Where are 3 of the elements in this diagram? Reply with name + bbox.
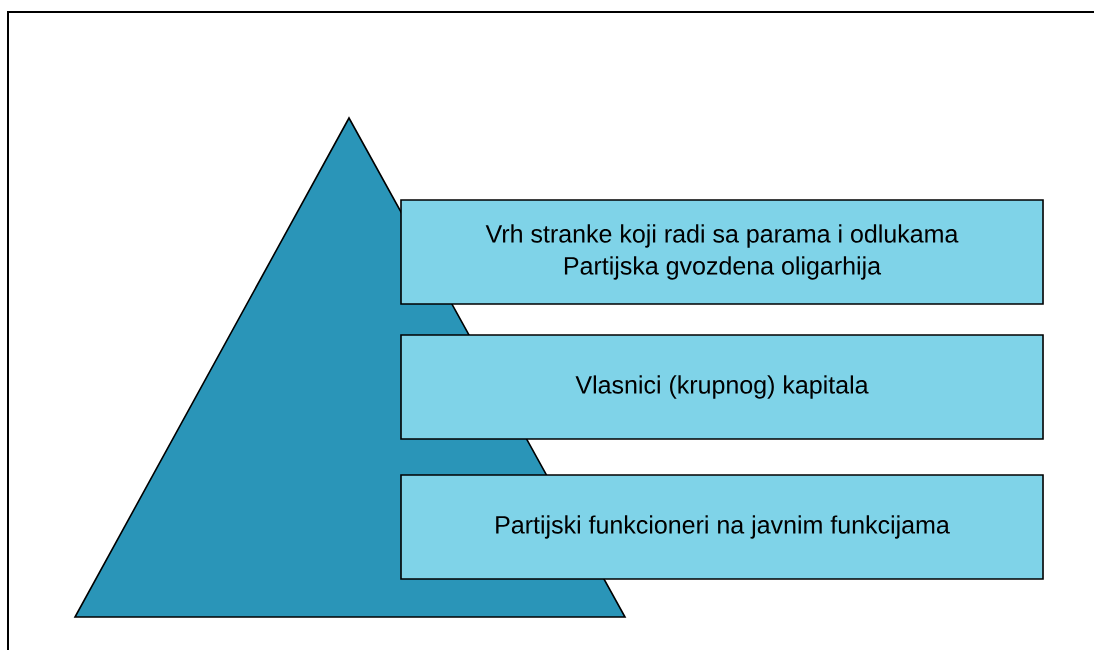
text-box: Vlasnici (krupnog) kapitala xyxy=(400,334,1044,440)
text-box: Partijski funkcioneri na javnim funkcijama xyxy=(400,474,1044,580)
text-box: Vrh stranke koji radi sa parama i odlukama Partijska gvozdena oligarhija xyxy=(400,199,1044,305)
